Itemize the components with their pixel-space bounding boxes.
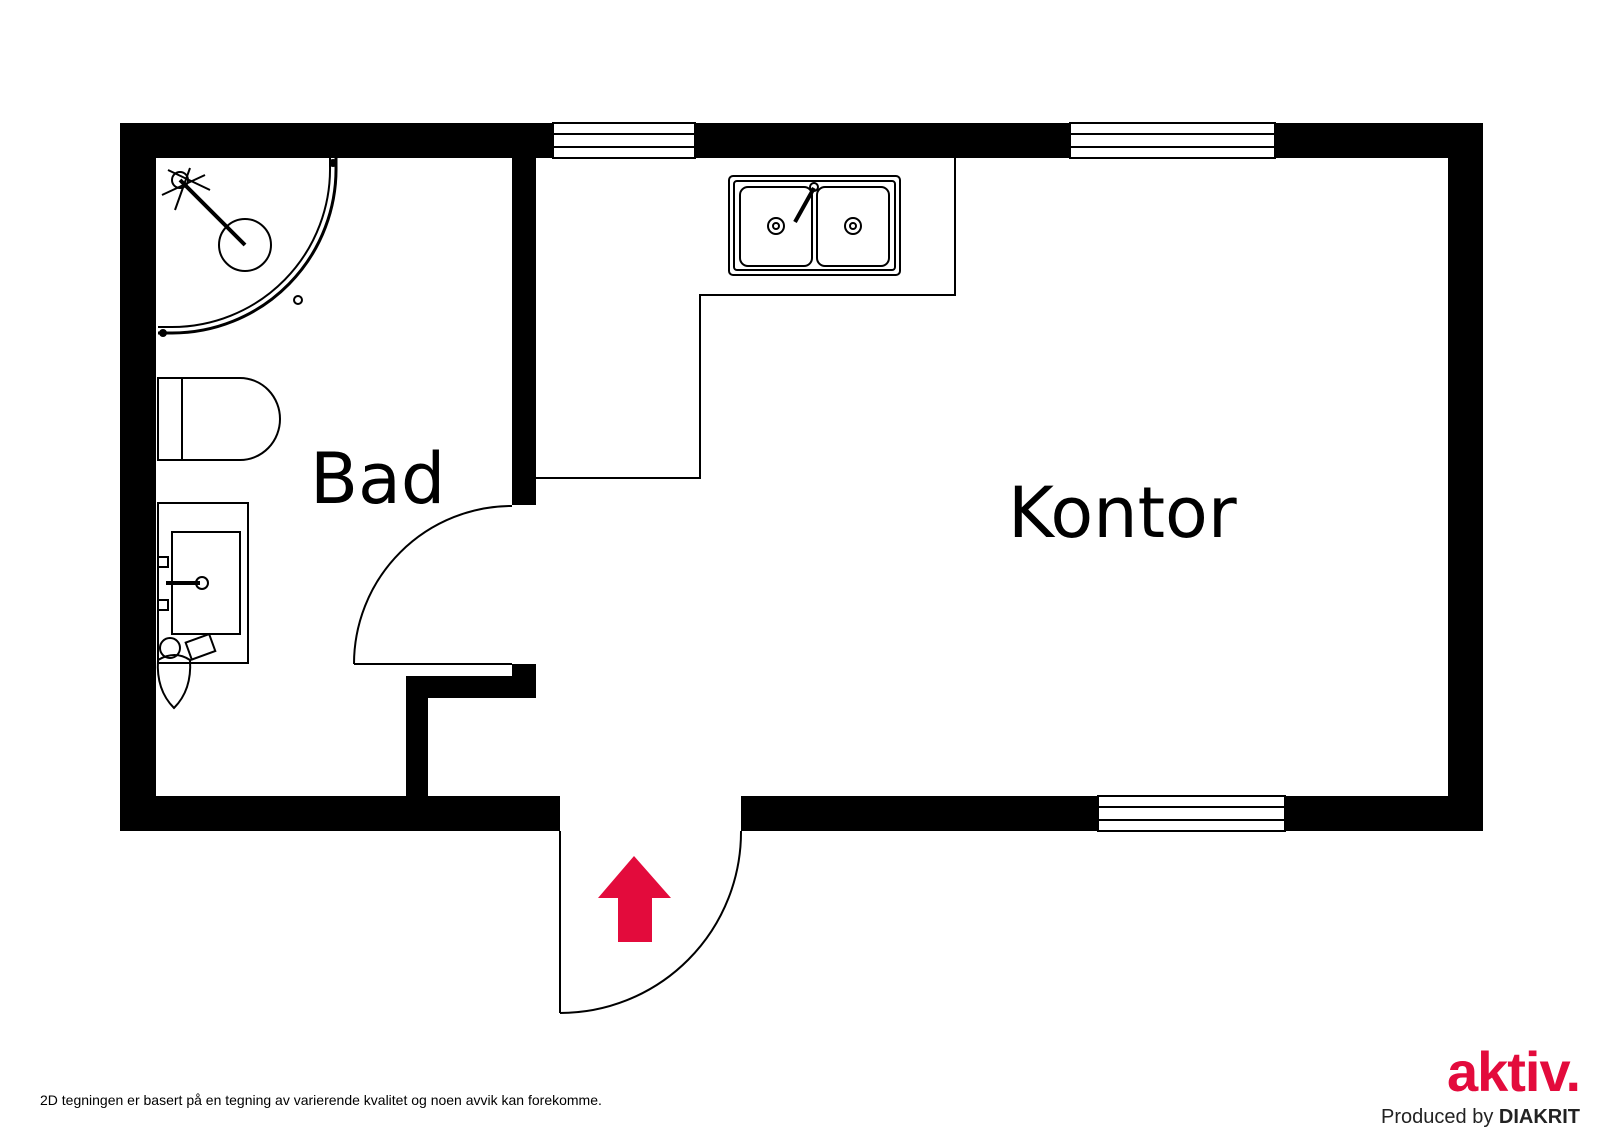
- produced-by-label: Produced by: [1381, 1106, 1494, 1128]
- entrance-door: [559, 830, 743, 1014]
- producer-name: DIAKRIT: [1498, 1106, 1580, 1128]
- producer-credit: Produced by DIAKRIT: [1381, 1106, 1580, 1128]
- window-bottom: [1097, 795, 1286, 832]
- double-sink-icon: [728, 175, 901, 276]
- kitchen-counter: [536, 158, 956, 479]
- disclaimer-text: 2D tegningen er basert på en tegning av …: [40, 1092, 602, 1108]
- wall-interior-post: [406, 676, 428, 796]
- wall-right: [1448, 123, 1483, 831]
- room-label-office: Kontor: [1008, 472, 1237, 554]
- window-top-right: [1069, 122, 1276, 159]
- bathroom-door: [353, 505, 513, 665]
- brand-block: aktiv. Produced by DIAKRIT: [1381, 1040, 1581, 1129]
- wall-bottom-left: [120, 796, 560, 831]
- wall-top: [120, 123, 1483, 158]
- wall-interior-upper: [512, 158, 536, 505]
- sink-icon: [156, 502, 249, 710]
- window-top-left: [552, 122, 696, 159]
- aktiv-logo: aktiv.: [1446, 1040, 1581, 1103]
- corner-shower-icon: [158, 158, 338, 337]
- windows: [552, 122, 1286, 832]
- wall-left: [120, 123, 156, 831]
- wall-interior-step: [406, 676, 536, 698]
- room-label-bathroom: Bad: [310, 438, 445, 520]
- entrance-arrow-icon: [598, 856, 671, 942]
- toilet-icon: [157, 377, 281, 461]
